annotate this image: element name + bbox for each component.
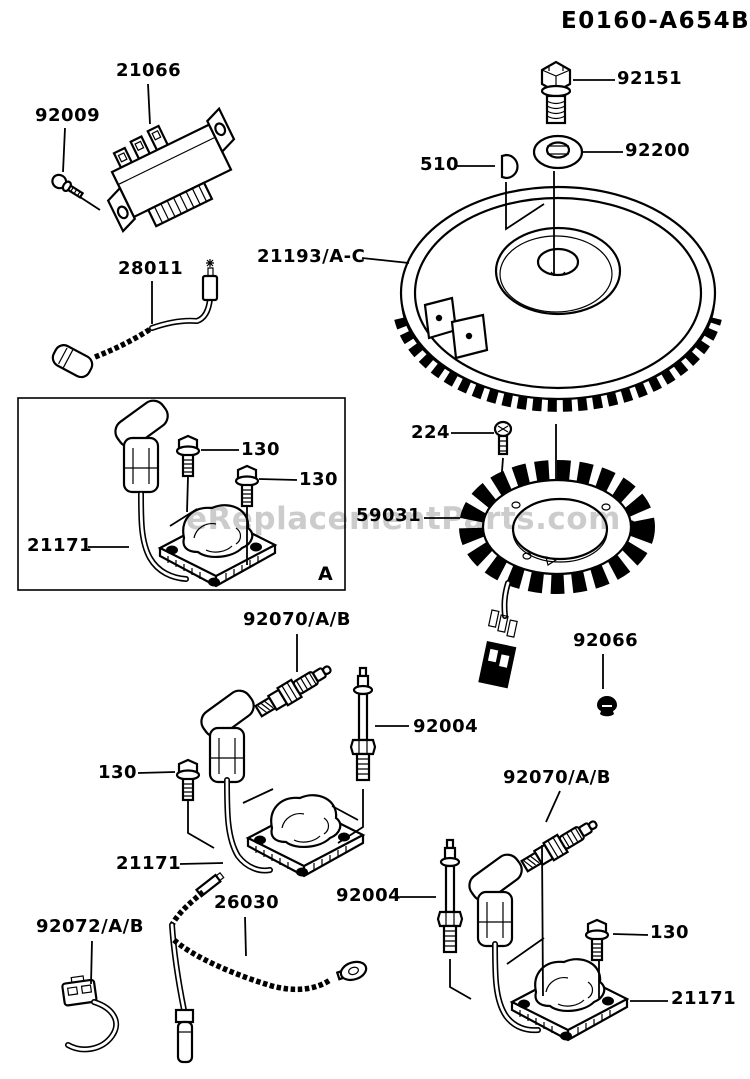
grommet-drawing: [597, 696, 617, 717]
lead-terminal-drawing: [61, 975, 120, 1053]
regulator-drawing: [106, 106, 236, 234]
part-label-21171-b: 21171: [116, 853, 182, 874]
part-label-92009: 92009: [35, 105, 101, 126]
harness-drawing: [169, 871, 368, 1064]
inset-coil-drawing: [109, 394, 277, 588]
part-label-92004-b: 92004: [336, 885, 402, 906]
part-label-21171-c: 21171: [671, 988, 737, 1009]
part-label-21171-a: 21171: [27, 535, 93, 556]
part-label-59031: 59031: [356, 505, 422, 526]
part-label-92066: 92066: [573, 630, 639, 651]
part-label-224: 224: [411, 422, 451, 443]
part-label-130-b: 130: [299, 469, 339, 490]
part-label-92070-a: 92070/A/B: [243, 609, 351, 630]
woodruff-key-drawing: [500, 153, 519, 180]
part-label-26030: 26030: [214, 892, 280, 913]
inset-letter: A: [318, 563, 333, 585]
flywheel-drawing: [394, 171, 722, 526]
part-label-130-c: 130: [98, 762, 138, 783]
part-label-130-a: 130: [241, 439, 281, 460]
part-label-92151: 92151: [617, 68, 683, 89]
inset-box: [17, 397, 346, 591]
part-label-92200: 92200: [625, 140, 691, 161]
middle-coil-drawing: [175, 658, 377, 878]
part-label-510: 510: [420, 154, 460, 175]
watermark: eReplacementParts.com: [186, 501, 621, 537]
part-label-21193: 21193/A-C: [257, 246, 366, 267]
flywheel-washer-drawing: [532, 134, 584, 170]
part-label-130-d: 130: [650, 922, 690, 943]
diagram-title: E0160-A654B: [561, 8, 750, 34]
stator-connector: [478, 641, 517, 689]
stator-drawing: [459, 460, 655, 689]
stator-screw-drawing: [493, 420, 513, 456]
part-label-92072: 92072/A/B: [36, 916, 144, 937]
lead-wire-drawing: [51, 259, 219, 379]
bottom-coil-drawing: [436, 813, 629, 1042]
part-label-28011: 28011: [118, 258, 184, 279]
flywheel-bolt-drawing: [540, 60, 572, 125]
part-label-21066: 21066: [116, 60, 182, 81]
part-label-92070-b: 92070/A/B: [503, 767, 611, 788]
part-label-92004-a: 92004: [413, 716, 479, 737]
regulator-screw-drawing: [51, 173, 85, 199]
